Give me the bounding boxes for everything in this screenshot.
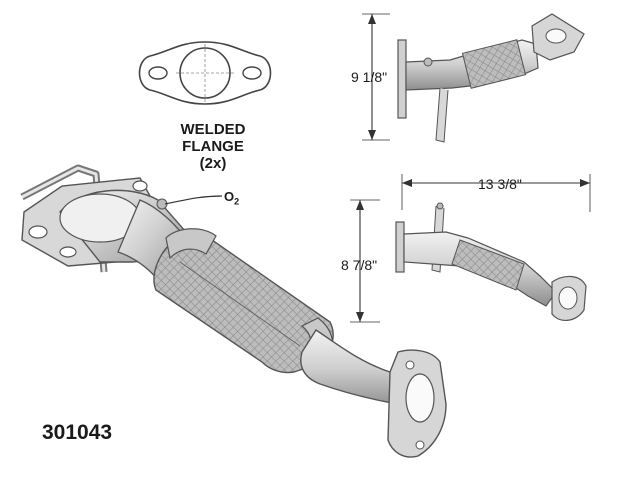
top-view <box>362 13 585 143</box>
flange-bolt-hole-left <box>148 66 168 80</box>
flange-center-bore <box>179 47 231 99</box>
side-view <box>350 174 591 323</box>
top-view-inlet-flange <box>397 39 407 119</box>
dimension-side-view-height: 8 7/8" <box>341 257 378 273</box>
flange-caption-line-2: FLANGE <box>182 138 244 155</box>
braid-seam <box>179 261 301 347</box>
side-view-inlet-flange <box>395 221 405 273</box>
dimension-top-view-height: 9 1/8" <box>351 69 388 85</box>
top-view-braid <box>461 39 527 89</box>
o2-sensor-label-main: O <box>224 189 235 204</box>
flange-detail <box>138 41 272 105</box>
outlet-flange-hole-2 <box>415 440 425 450</box>
o2-leader-line <box>164 195 223 205</box>
flange-caption: WELDED FLANGE (2x) <box>158 121 268 172</box>
part-number: 301043 <box>42 421 113 444</box>
inlet-flange-hole-1 <box>28 225 48 239</box>
braid-collar-front <box>165 228 217 260</box>
outlet-flange-hole-1 <box>405 360 415 370</box>
flange-outline <box>138 41 272 105</box>
top-view-bracket <box>435 87 449 143</box>
flange-bolt-hole-right <box>242 66 262 80</box>
main-pipe-assembly <box>20 164 447 458</box>
side-view-braid <box>451 239 525 291</box>
o2-sensor-label: O2 <box>224 189 239 207</box>
inlet-flange-hole-2 <box>59 246 77 258</box>
dimension-overall-length: 13 3/8" <box>478 176 522 192</box>
flange-caption-line-1: WELDED <box>180 121 246 138</box>
flange-caption-line-3: (2x) <box>199 155 227 172</box>
inlet-flange-hole-3 <box>132 180 148 192</box>
outlet-opening <box>405 373 435 423</box>
o2-sensor-label-sub: 2 <box>234 196 240 207</box>
